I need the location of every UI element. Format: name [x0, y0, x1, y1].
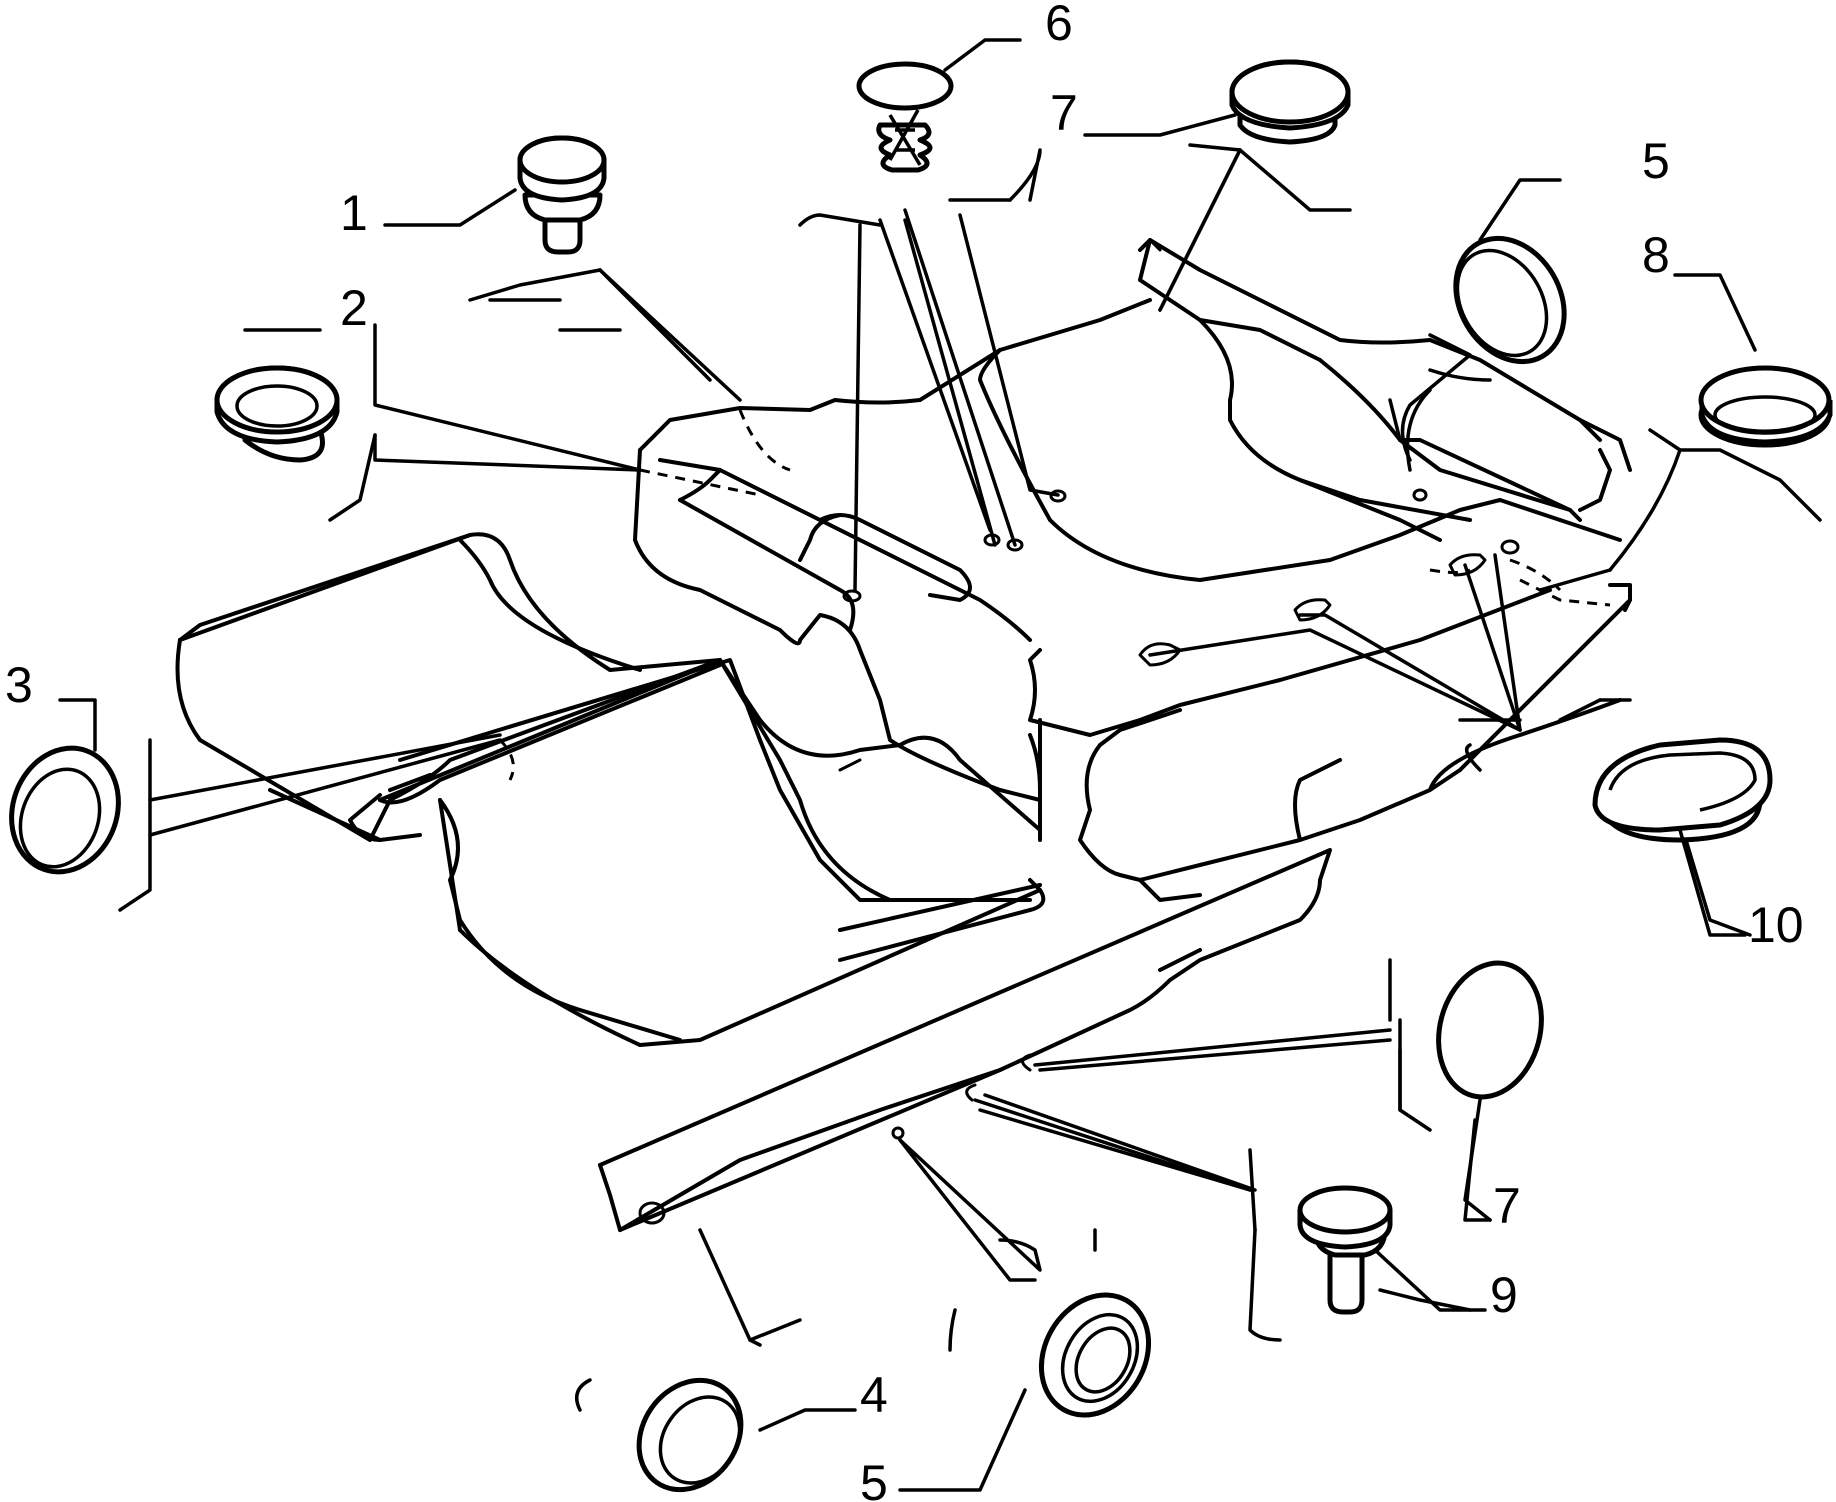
callout-7a: 7 [1050, 85, 1078, 141]
part-4-oval-cap [636, 1377, 744, 1493]
callout-5b: 5 [1642, 133, 1670, 189]
part-7-flat-cap-top [1229, 59, 1351, 145]
callout-4: 4 [860, 1367, 888, 1423]
leader-lines [58, 38, 1822, 1492]
callout-7b: 7 [1493, 1178, 1521, 1234]
part-6-fir-tree-clip [856, 61, 954, 173]
floor-pan [175, 238, 1632, 1232]
callout-5a: 5 [860, 1455, 888, 1502]
part-9-button-plug [1297, 1185, 1393, 1315]
part-1-button-plug [517, 135, 607, 255]
label-leaders [1373, 828, 1747, 1312]
part-7-round-cap-bottom [1436, 960, 1544, 1100]
callout-3: 3 [5, 657, 33, 713]
callout-6: 6 [1045, 0, 1073, 51]
callout-10: 10 [1748, 897, 1804, 953]
callout-labels: 1 2 3 4 5 5 6 7 7 8 9 10 [5, 0, 1804, 1502]
part-5-cap-top [1453, 235, 1567, 365]
callout-8: 8 [1642, 227, 1670, 283]
part-3-round-cap [9, 745, 121, 875]
part-2-grommet [214, 365, 340, 463]
part-5-grommet-bottom [1038, 1292, 1152, 1418]
callout-9: 9 [1490, 1267, 1518, 1323]
part-10-oblong-plug [1592, 737, 1773, 843]
callout-1: 1 [340, 185, 368, 241]
part-8-flat-cap [1698, 365, 1833, 448]
callout-2: 2 [340, 280, 368, 336]
